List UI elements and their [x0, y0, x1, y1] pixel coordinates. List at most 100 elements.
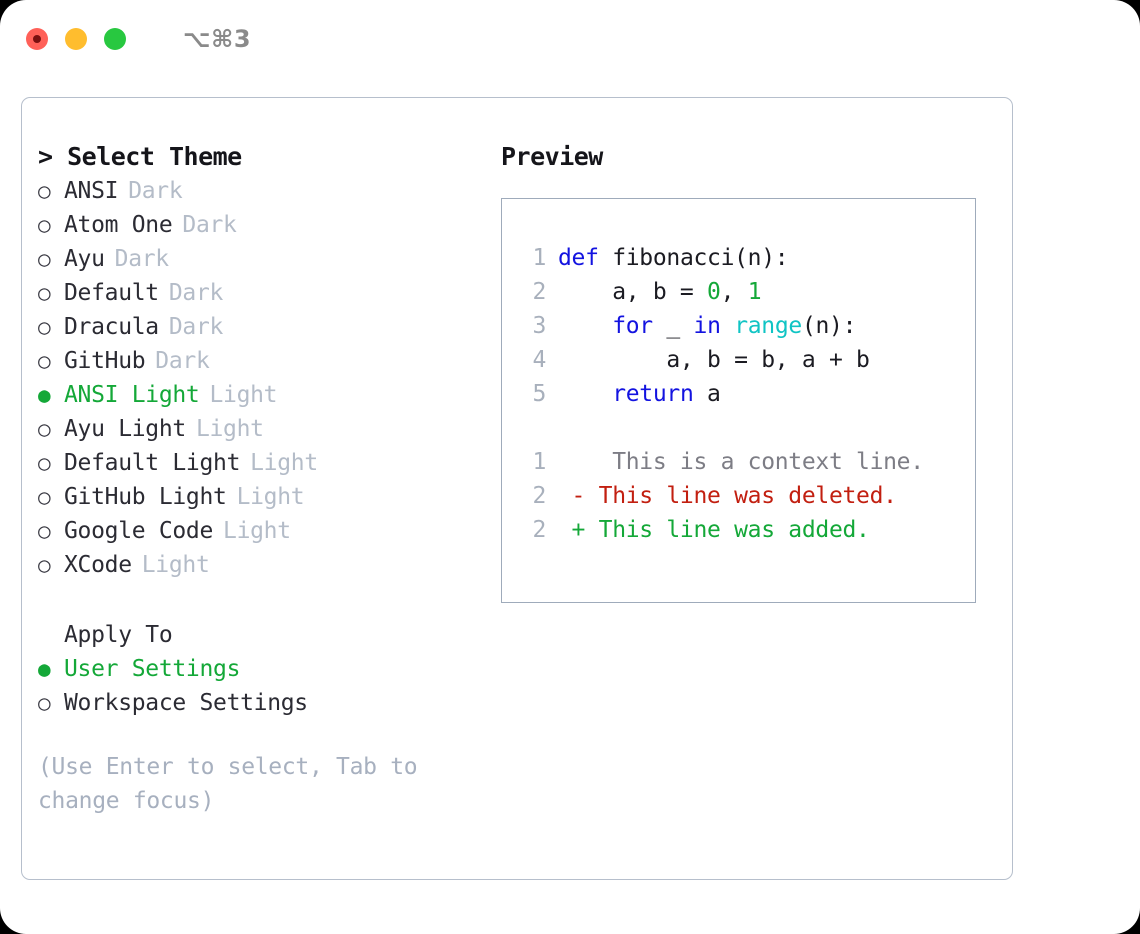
theme-option-5[interactable]: ○ GitHub Dark — [38, 344, 498, 378]
theme-variant-tag: Light — [250, 450, 318, 476]
code-line: 2 a, b = 0, 1 — [514, 275, 975, 309]
code-text: a, b = 0, 1 — [558, 275, 761, 309]
theme-option-9[interactable]: ○ GitHub Light Light — [38, 480, 498, 514]
radio-unselected-icon: ○ — [38, 315, 51, 339]
radio-unselected-icon: ○ — [38, 213, 51, 237]
theme-option-0[interactable]: ○ ANSI Dark — [38, 174, 498, 208]
token-plain: a, b = b, a + b — [558, 347, 870, 373]
theme-option-label: ANSI Light — [64, 382, 200, 408]
theme-option-label: Atom One — [64, 212, 173, 238]
close-button[interactable] — [26, 28, 48, 50]
theme-variant-tag: Light — [141, 552, 210, 578]
apply-to-option-1[interactable]: ○ Workspace Settings — [38, 686, 498, 720]
code-line: 5 return a — [514, 377, 975, 411]
line-number: 5 — [532, 381, 546, 407]
token-plain: _ — [652, 313, 694, 339]
theme-option-6[interactable]: ● ANSI Light Light — [38, 378, 498, 412]
line-number: 2 — [532, 279, 546, 305]
radio-unselected-icon: ○ — [38, 691, 51, 715]
theme-variant-tag: Dark — [128, 178, 183, 204]
radio-unselected-icon: ○ — [38, 519, 51, 543]
token-plain: (n): — [801, 313, 857, 339]
theme-variant-tag: Dark — [155, 348, 210, 374]
line-number: 4 — [532, 347, 546, 373]
radio-unselected-icon: ○ — [38, 281, 51, 305]
line-number: 2 — [532, 517, 546, 543]
radio-selected-icon: ● — [38, 383, 51, 407]
window-controls — [26, 28, 126, 50]
theme-variant-tag: Light — [236, 484, 305, 510]
theme-option-label: Default Light — [64, 450, 241, 476]
radio-unselected-icon: ○ — [38, 485, 51, 509]
theme-option-label: XCode — [64, 552, 132, 578]
apply-to-header: Apply To — [64, 622, 173, 648]
apply-to-option-label: Workspace Settings — [64, 690, 308, 716]
token-plain — [721, 313, 735, 339]
preview-title: Preview — [501, 142, 603, 171]
token-plain: a, b = — [558, 279, 708, 305]
radio-unselected-icon: ○ — [38, 247, 51, 271]
theme-variant-tag: Light — [209, 382, 278, 408]
theme-option-label: Ayu Light — [64, 416, 186, 442]
diff-text-add: + This line was added. — [558, 517, 870, 543]
diff-sample: 1 This is a context line.2 - This line w… — [514, 445, 975, 547]
theme-option-label: GitHub Light — [64, 484, 227, 510]
radio-selected-icon: ● — [38, 657, 51, 681]
page-title: > Select Theme — [38, 142, 242, 171]
radio-unselected-icon: ○ — [38, 349, 51, 373]
token-kw: for — [612, 313, 653, 339]
code-text: a, b = b, a + b — [558, 343, 870, 377]
token-kw: def — [558, 245, 599, 271]
token-kw: return — [612, 381, 694, 407]
maximize-button[interactable] — [104, 28, 126, 50]
code-line: 4 a, b = b, a + b — [514, 343, 975, 377]
title-bar: ⌥⌘3 — [0, 0, 1140, 78]
minimize-button[interactable] — [65, 28, 87, 50]
radio-unselected-icon: ○ — [38, 179, 51, 203]
theme-option-label: ANSI — [64, 178, 119, 204]
code-text: for _ in range(n): — [558, 309, 856, 343]
line-number: 1 — [532, 245, 546, 271]
token-plain — [558, 381, 612, 407]
theme-option-1[interactable]: ○ Atom One Dark — [38, 208, 498, 242]
token-fn: range — [734, 313, 802, 339]
code-text: def fibonacci(n): — [558, 241, 789, 275]
apply-to-option-0[interactable]: ● User Settings — [38, 652, 498, 686]
apply-to-list: ● User Settings ○ Workspace Settings — [38, 652, 498, 720]
theme-option-label: Default — [64, 280, 159, 306]
token-num: 0 — [707, 279, 721, 305]
theme-variant-tag: Dark — [168, 314, 224, 340]
token-num: 1 — [747, 279, 762, 305]
theme-option-label: GitHub — [64, 348, 146, 374]
keyboard-hint: (Use Enter to select, Tab to change focu… — [38, 754, 418, 814]
line-number: 3 — [532, 313, 546, 339]
theme-option-11[interactable]: ○ XCode Light — [38, 548, 498, 582]
token-kw: in — [693, 313, 721, 339]
theme-option-label: Ayu — [64, 246, 105, 272]
token-plain: a — [693, 381, 721, 407]
code-line: 1 def fibonacci(n): — [514, 241, 975, 275]
theme-variant-tag: Light — [195, 416, 264, 442]
theme-variant-tag: Light — [223, 518, 291, 544]
token-plain — [558, 313, 612, 339]
code-text: return a — [558, 377, 721, 411]
line-number: 1 — [532, 449, 546, 475]
apply-to-option-label: User Settings — [64, 656, 241, 682]
theme-variant-tag: Dark — [182, 212, 237, 238]
diff-text-ctx: This is a context line. — [558, 449, 924, 475]
diff-line: 1 This is a context line. — [514, 445, 975, 479]
radio-unselected-icon: ○ — [38, 553, 51, 577]
token-plain: fibonacci(n): — [598, 245, 789, 271]
token-plain: , — [720, 279, 748, 305]
